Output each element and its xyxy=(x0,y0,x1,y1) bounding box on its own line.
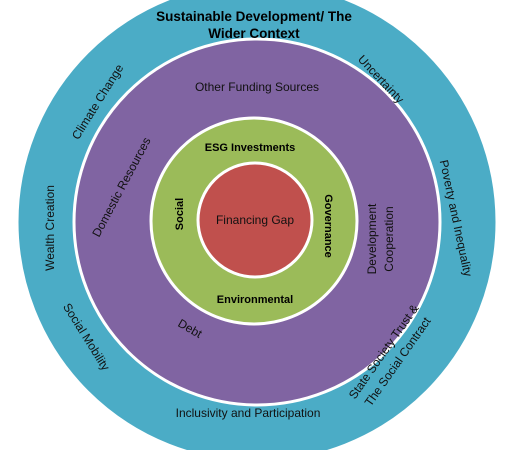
label-other-funding: Other Funding Sources xyxy=(195,80,319,94)
label-development-line2: Cooperation xyxy=(382,206,396,271)
label-development-line1: Development xyxy=(365,203,379,274)
label-environmental: Environmental xyxy=(217,294,293,306)
label-financing-gap: Financing Gap xyxy=(216,213,294,227)
label-inclusivity: Inclusivity and Participation xyxy=(176,406,321,420)
core-circle xyxy=(196,161,314,279)
label-governance: Governance xyxy=(322,194,334,258)
outer-title-line2: Wider Context xyxy=(208,26,300,41)
label-social: Social xyxy=(174,198,186,230)
outer-title-line1: Sustainable Development/ The xyxy=(156,9,352,24)
label-esg-investments: ESG Investments xyxy=(205,142,295,154)
label-wealth-creation: Wealth Creation xyxy=(43,185,57,271)
